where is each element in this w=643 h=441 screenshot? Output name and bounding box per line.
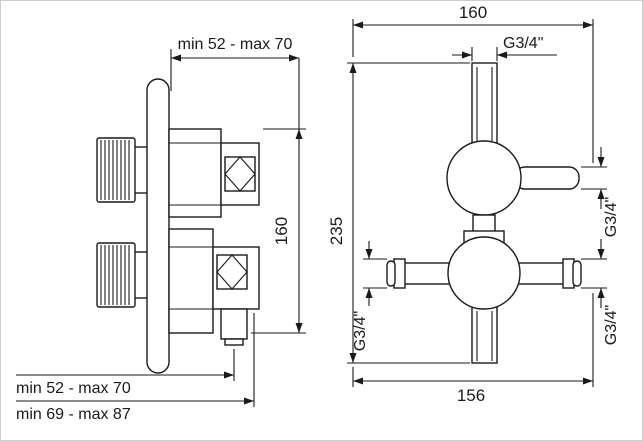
lower-port-thread <box>216 254 248 290</box>
upper-valve-body <box>168 128 260 218</box>
upper-body-block <box>168 128 222 218</box>
side-bottom-depth1-label: min 52 - max 70 <box>16 380 131 397</box>
left-inlet-cap <box>386 260 396 287</box>
upper-port <box>224 156 256 192</box>
lower-handle-stem <box>133 251 149 299</box>
front-width-top-label: 160 <box>459 3 487 22</box>
side-view-dimensions: min 52 - max 70 160 min 52 - max 70 min … <box>16 36 306 423</box>
lower-body-block <box>168 228 214 334</box>
side-bottom-depth2-label: min 69 - max 87 <box>16 406 131 423</box>
thread-right-upper-label: G3/4" <box>603 197 620 237</box>
upper-port-thread <box>224 156 256 192</box>
thermostat-knob <box>447 236 521 310</box>
bottom-outlet-pipe <box>471 306 498 364</box>
thread-top-label: G3/4" <box>503 35 543 52</box>
lower-port <box>216 254 248 290</box>
wall-plate <box>146 78 170 374</box>
front-height-label: 235 <box>327 217 346 245</box>
upper-handle-stem <box>133 146 149 194</box>
thread-left-lower-label: G3/4" <box>352 311 369 351</box>
front-width-bottom-label: 156 <box>457 386 485 405</box>
lower-valve-body <box>168 228 260 346</box>
side-view <box>96 78 260 374</box>
front-view-dimensions: 160 G3/4" 235 156 G3/4" <box>327 3 620 405</box>
lower-handle <box>96 242 149 308</box>
side-height-label: 160 <box>272 217 291 245</box>
diverter-knob <box>446 140 522 216</box>
diverter-side-outlet <box>514 166 580 190</box>
side-top-depth-label: min 52 - max 70 <box>178 36 293 53</box>
lower-outlet-step <box>224 338 244 346</box>
lower-outlet-pipe <box>220 308 248 340</box>
lower-handle-knurl-lines <box>100 245 130 305</box>
right-inlet-cap <box>572 260 582 287</box>
thread-right-lower-label: G3/4" <box>603 305 620 345</box>
front-view <box>386 62 582 364</box>
upper-handle-knurl-lines <box>100 140 130 200</box>
top-outlet-pipe <box>471 62 498 144</box>
upper-handle <box>96 137 149 203</box>
